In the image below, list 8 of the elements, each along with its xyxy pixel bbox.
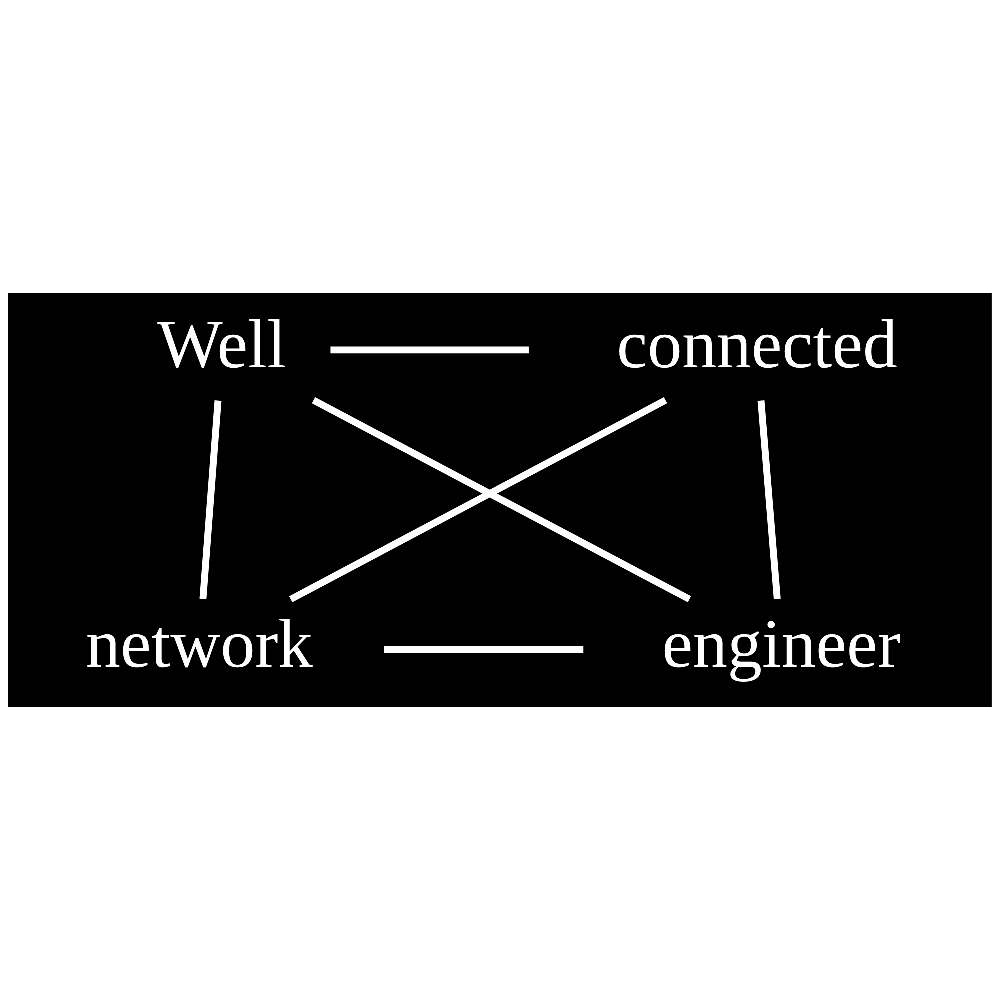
connector (330, 346, 529, 354)
connector (758, 400, 781, 600)
connector (384, 646, 584, 654)
connector (200, 400, 222, 600)
node-text: engineer (662, 605, 901, 682)
node-text: connected (616, 305, 898, 382)
node-text: Well (157, 305, 287, 382)
node-text: network (86, 605, 313, 682)
